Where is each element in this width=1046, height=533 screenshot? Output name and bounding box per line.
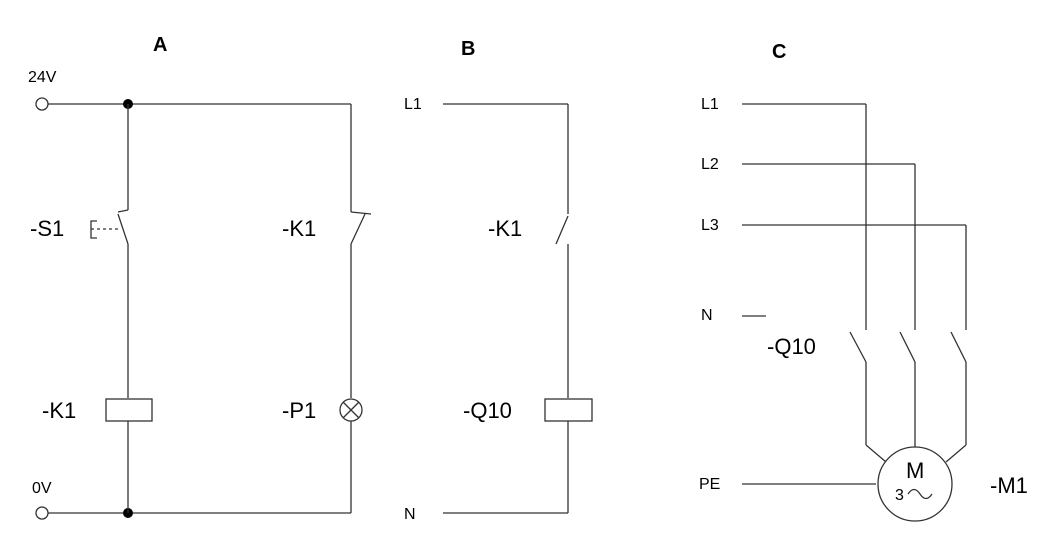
section-a-title: A — [153, 34, 167, 56]
coil-k1-label: -K1 — [42, 398, 76, 423]
s1-manual-actuator-icon — [90, 220, 121, 239]
k1-b-contact-blade — [555, 215, 569, 245]
supply-24v-label: 24V — [28, 69, 57, 86]
contact-k1-b-label: -K1 — [488, 216, 522, 241]
section-c-title: C — [772, 41, 786, 63]
switch-s1-label: -S1 — [30, 216, 64, 241]
neutral-n-label: N — [404, 506, 416, 523]
motor-m1: M 3 — [877, 446, 953, 522]
phase-l2-label: L2 — [701, 156, 719, 173]
k1-fixed-stub — [350, 211, 372, 215]
supply-0v-label: 0V — [32, 480, 52, 497]
motor-circle-icon — [877, 446, 953, 522]
wire-u-to-motor — [865, 444, 887, 463]
s1-contact-blade — [117, 213, 129, 245]
neutral-c-label: N — [701, 307, 713, 324]
wire-w-to-motor — [945, 444, 967, 463]
contact-k1-label: -K1 — [282, 216, 316, 241]
pe-label: PE — [699, 476, 720, 493]
k1-contact-blade — [350, 213, 366, 245]
coil-q10 — [544, 398, 593, 422]
contactor-q10-contacts — [849, 331, 967, 363]
line-l1-label: L1 — [404, 96, 422, 113]
coil-k1 — [105, 398, 153, 422]
motor-letter: M — [906, 458, 924, 483]
terminal-0v — [35, 506, 49, 520]
s1-fixed-stub — [117, 209, 129, 213]
contactor-q10-label: -Q10 — [767, 334, 816, 359]
terminal-24v — [35, 97, 49, 111]
lamp-p1-label: -P1 — [282, 398, 316, 423]
circuit-a: 24V 0V -S1 -K1 -K1 — [28, 69, 372, 520]
motor-phase-count: 3 — [895, 487, 904, 504]
lamp-p1-icon — [339, 398, 363, 422]
ac-wave-icon — [907, 488, 933, 500]
section-b-title: B — [461, 38, 475, 60]
motor-m1-label: -M1 — [990, 473, 1028, 498]
circuit-b: L1 N -K1 -Q10 — [404, 96, 593, 523]
circuit-c: L1 L2 L3 N PE -Q10 M 3 — [699, 96, 1028, 522]
coil-q10-label: -Q10 — [463, 398, 512, 423]
phase-l1-label: L1 — [701, 96, 719, 113]
phase-l3-label: L3 — [701, 217, 719, 234]
